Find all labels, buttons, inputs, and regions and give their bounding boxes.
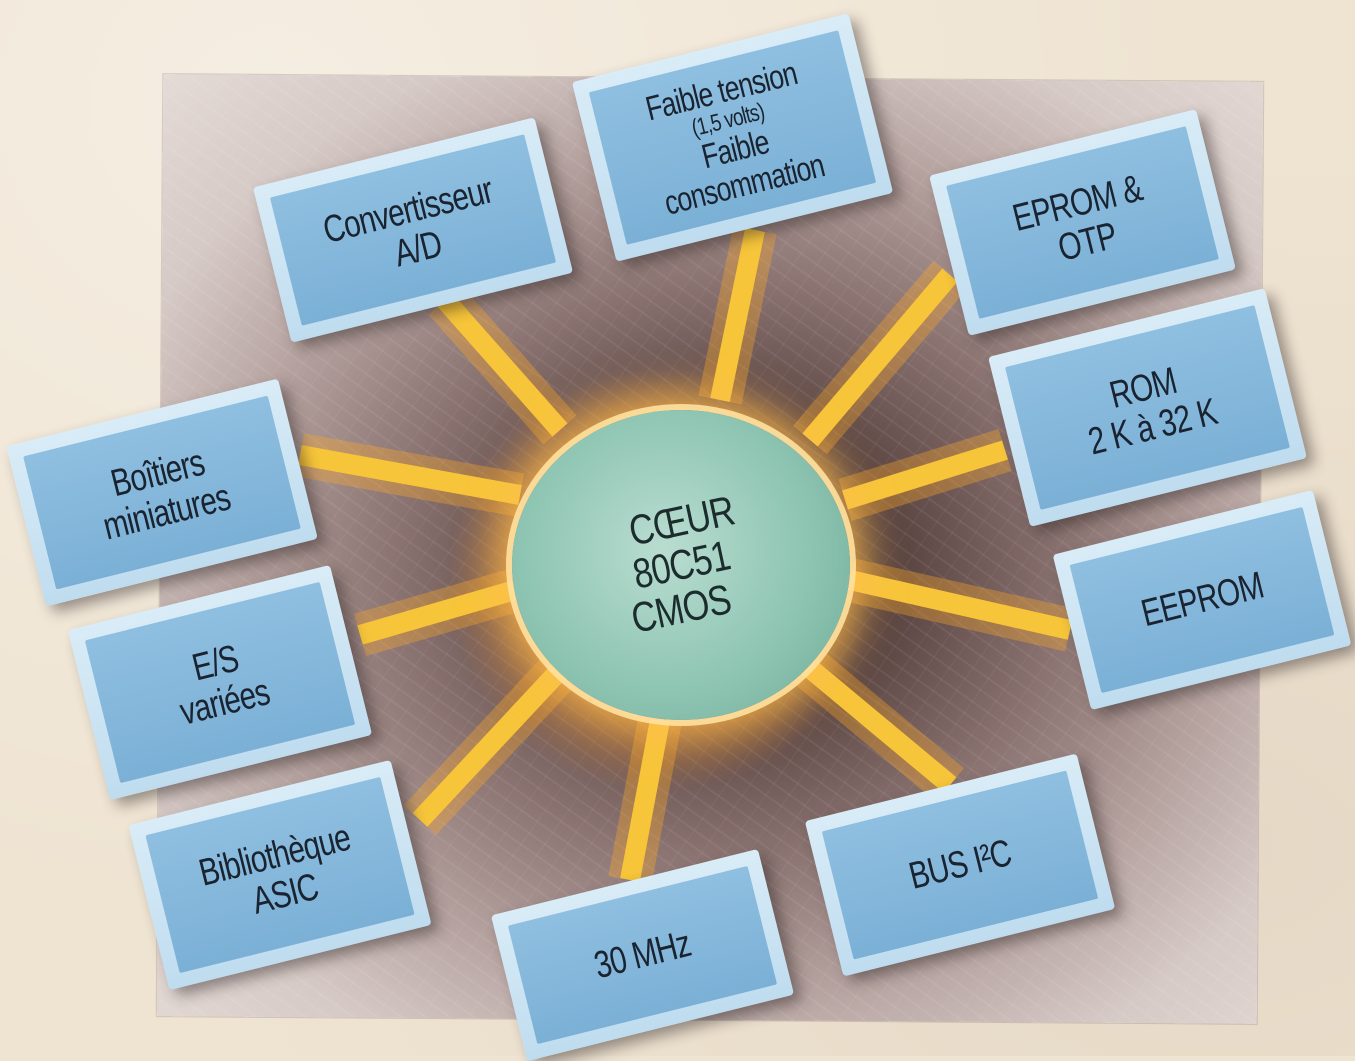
ray-convertisseur — [437, 293, 568, 437]
block-label: variées — [176, 670, 274, 734]
block-label: BUS I²C — [904, 832, 1016, 898]
ray-rom — [842, 440, 1008, 510]
ray-eeprom — [847, 570, 1073, 640]
ray-bus — [793, 652, 957, 793]
core-circle: CŒUR 80C51 CMOS — [512, 410, 850, 720]
block-label: A/D — [389, 223, 446, 276]
ray-asic — [412, 663, 568, 827]
ray-boitiers — [298, 445, 522, 505]
block-label: 30 MHz — [590, 922, 695, 988]
ray-eprom — [802, 268, 958, 447]
block-label: EEPROM — [1136, 564, 1268, 636]
ray-faible-tension — [710, 227, 765, 403]
ray-es — [357, 580, 518, 645]
ray-mhz — [620, 718, 670, 882]
